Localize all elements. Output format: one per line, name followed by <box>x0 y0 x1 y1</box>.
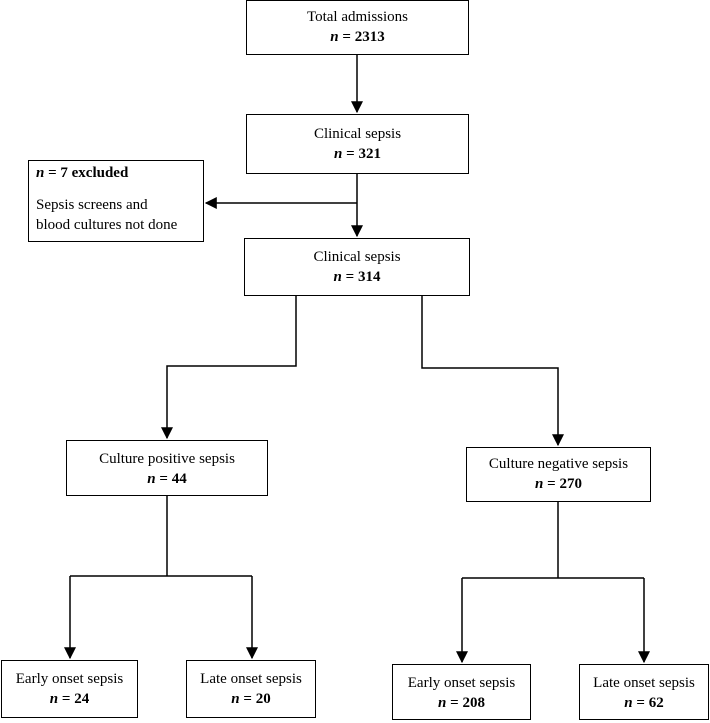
node-total-admissions: Total admissions n = 2313 <box>246 0 469 55</box>
node-count: n = 208 <box>438 695 485 711</box>
node-count: n = 314 <box>333 269 381 285</box>
node-label: Clinical sepsis <box>313 126 402 142</box>
node-label: Culture negative sepsis <box>488 456 629 472</box>
node-negative-late-onset: Late onset sepsis n = 62 <box>579 664 709 720</box>
excluded-reason-line2: blood cultures not done <box>36 217 178 233</box>
node-label: Early onset sepsis <box>15 671 124 687</box>
node-negative-early-onset: Early onset sepsis n = 208 <box>392 664 531 720</box>
node-count: n = 2313 <box>330 29 385 45</box>
node-positive-late-onset: Late onset sepsis n = 20 <box>186 660 316 718</box>
node-count: n = 62 <box>624 695 664 711</box>
node-excluded: n = 7 excluded Sepsis screens and blood … <box>28 160 204 242</box>
node-label: Early onset sepsis <box>407 675 516 691</box>
excluded-reason-line1: Sepsis screens and <box>36 197 148 213</box>
node-label: Culture positive sepsis <box>99 451 235 467</box>
node-label: Late onset sepsis <box>593 675 695 691</box>
connector-to-negative <box>421 296 564 447</box>
node-label: Clinical sepsis <box>313 249 401 265</box>
excluded-count: n = 7 excluded <box>36 165 129 181</box>
node-count: n = 270 <box>535 476 582 492</box>
node-count: n = 20 <box>231 691 271 707</box>
node-culture-negative: Culture negative sepsis n = 270 <box>466 447 651 502</box>
node-clinical-sepsis-final: Clinical sepsis n = 314 <box>244 238 470 296</box>
node-label: Total admissions <box>306 9 409 25</box>
node-count: n = 44 <box>147 471 187 487</box>
node-clinical-sepsis-initial: Clinical sepsis n = 321 <box>246 114 469 174</box>
node-count: n = 321 <box>334 146 381 162</box>
connector-to-positive <box>161 296 297 440</box>
node-positive-early-onset: Early onset sepsis n = 24 <box>1 660 138 718</box>
node-count: n = 24 <box>49 691 90 707</box>
node-culture-positive: Culture positive sepsis n = 44 <box>66 440 268 496</box>
node-label: Late onset sepsis <box>200 671 302 687</box>
